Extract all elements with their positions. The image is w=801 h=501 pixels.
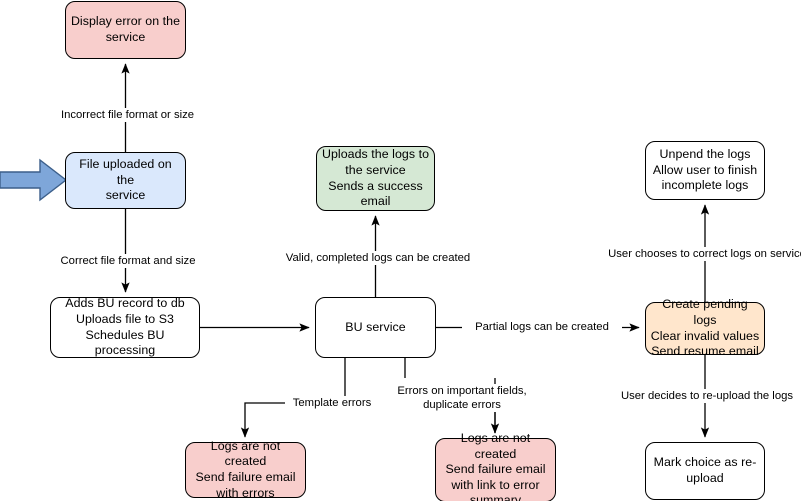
- node-create-pending-logs[interactable]: Create pending logs Clear invalid values…: [645, 297, 765, 358]
- node-logs-not-created-template-errors[interactable]: Logs are not created Send failure email …: [185, 439, 306, 500]
- edge-label-correct-file-format: Correct file format and size: [49, 254, 207, 268]
- edge-label-errors-important-fields: Errors on important fields, duplicate er…: [382, 384, 542, 412]
- edge-label-valid-completed-logs: Valid, completed logs can be created: [272, 251, 484, 265]
- node-adds-bu-record[interactable]: Adds BU record to db Uploads file to S3 …: [50, 296, 200, 358]
- node-logs-not-created-error-summary[interactable]: Logs are not created Send failure email …: [435, 431, 556, 501]
- edge-label-user-reuploads-logs: User decides to re-upload the logs: [608, 389, 801, 403]
- node-mark-choice-reupload[interactable]: Mark choice as re- upload: [645, 442, 765, 500]
- edge-label-user-corrects-logs: User chooses to correct logs on service: [596, 247, 801, 261]
- node-display-error[interactable]: Display error on the service: [65, 1, 186, 59]
- node-unpend-logs[interactable]: Unpend the logs Allow user to finish inc…: [645, 141, 765, 200]
- edge-label-incorrect-file-format: Incorrect file format or size: [47, 108, 208, 122]
- node-bu-service[interactable]: BU service: [315, 297, 436, 358]
- node-uploads-logs-success[interactable]: Uploads the logs to the service Sends a …: [316, 146, 435, 211]
- node-file-uploaded-on-service[interactable]: File uploaded on the service: [65, 152, 186, 209]
- edge-label-template-errors: Template errors: [285, 396, 379, 410]
- edge-label-partial-logs: Partial logs can be created: [462, 320, 622, 334]
- entry-arrow: [0, 158, 68, 202]
